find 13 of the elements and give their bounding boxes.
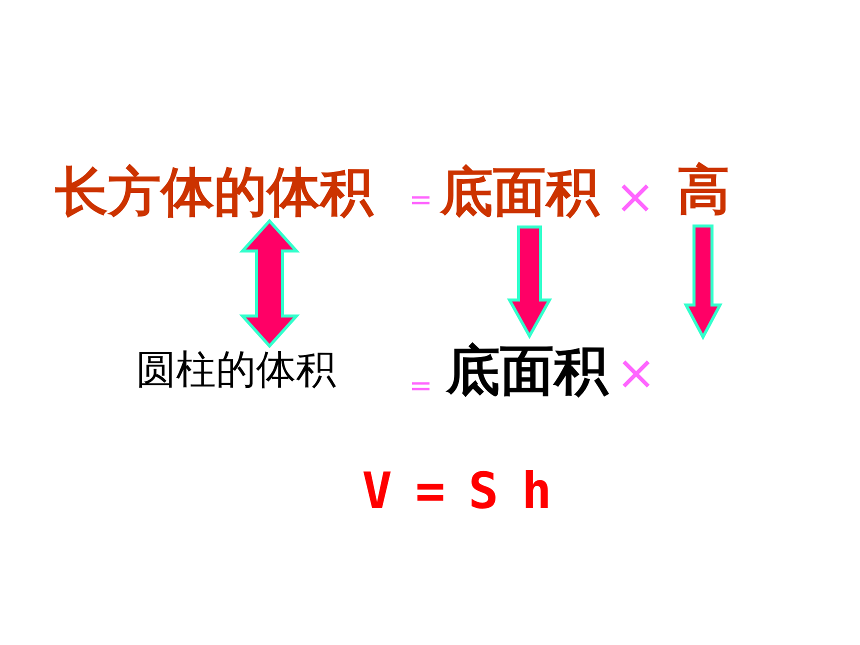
formula-text: V = S h	[362, 466, 548, 516]
formula-term: 底面积	[446, 344, 608, 398]
formula-term: 高	[677, 164, 730, 217]
formula-term: 圆柱的体积	[136, 350, 336, 390]
equals-sign: =	[409, 372, 432, 400]
block-arrow	[506, 226, 552, 340]
block-arrow	[239, 218, 300, 348]
block-arrow	[684, 224, 722, 340]
formula-term: 底面积	[440, 166, 599, 219]
formula-term: 长方体的体积	[55, 166, 373, 219]
equals-sign: =	[409, 186, 432, 214]
times-sign: ×	[616, 349, 656, 397]
times-sign: ×	[615, 173, 656, 221]
